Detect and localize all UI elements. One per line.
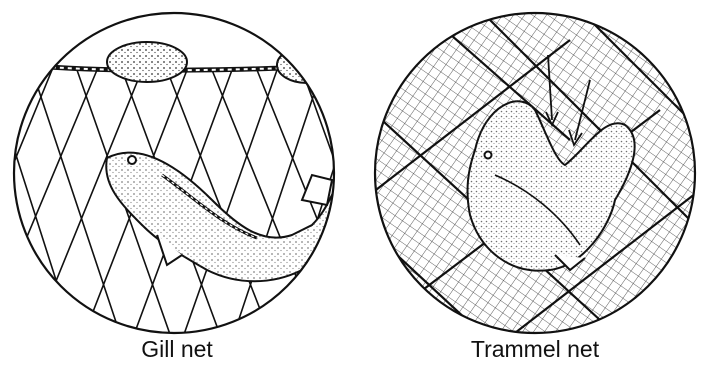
gill-net-illustration — [12, 0, 342, 340]
gill-net-caption: Gill net — [12, 336, 342, 363]
trammel-net-panel: Trammel net — [370, 0, 700, 371]
gill-net-panel: Gill net — [12, 0, 342, 371]
trammel-net-caption: Trammel net — [370, 336, 700, 363]
trammel-net-illustration — [370, 0, 700, 340]
fish-gill — [106, 153, 337, 282]
